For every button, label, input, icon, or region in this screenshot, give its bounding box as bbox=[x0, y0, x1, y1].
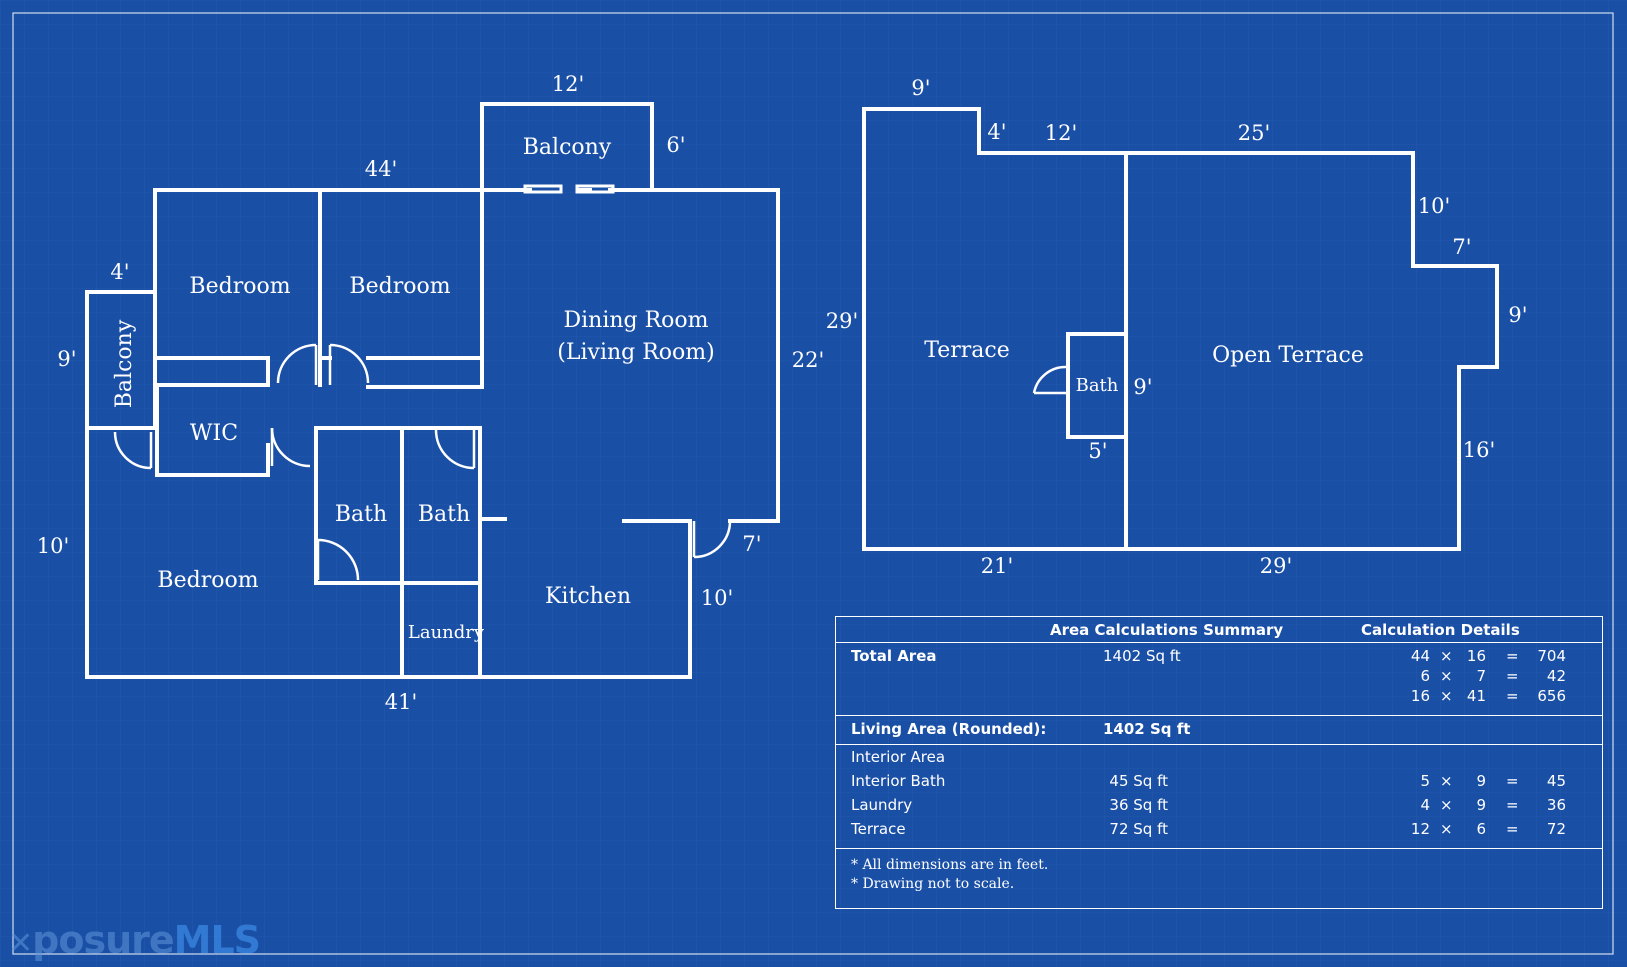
dim-bath-width: 5' bbox=[1088, 439, 1107, 463]
dim-balcony-width: 12' bbox=[552, 72, 585, 96]
room-label-living: (Living Room) bbox=[557, 340, 714, 365]
total-area-label: Total Area bbox=[851, 647, 937, 665]
door-swing-kitchen bbox=[693, 520, 732, 559]
room-label-balcony-side: Balcony bbox=[112, 319, 137, 408]
door-swings bbox=[113, 343, 732, 581]
door-swing-bedroom1 bbox=[276, 343, 317, 384]
room-label-wic: WIC bbox=[190, 421, 238, 446]
door-swings-right bbox=[1032, 365, 1067, 395]
door-swing-bedroom2 bbox=[329, 343, 370, 384]
area-summary-table: Area Calculations Summary Calculation De… bbox=[835, 616, 1603, 909]
outer-wall-right bbox=[650, 188, 780, 523]
dim-bath-height: 9' bbox=[1133, 375, 1152, 399]
summary-total-section: Total Area 1402 Sq ft 44 × 16 = 704 6 × … bbox=[836, 642, 1602, 716]
dim-kitchen-height: 10' bbox=[701, 586, 734, 610]
note-dimensions: * All dimensions are in feet. bbox=[851, 857, 1049, 873]
room-label-bath-1: Bath bbox=[335, 502, 387, 527]
left-plan-walls bbox=[85, 102, 780, 679]
logo-mark-icon: ✕ bbox=[8, 926, 33, 961]
dim-bump-width: 7' bbox=[1452, 235, 1471, 259]
dim-balcony-depth: 6' bbox=[666, 133, 685, 157]
watermark-logo: ✕posureMLS bbox=[8, 918, 261, 962]
dim-right-height: 22' bbox=[792, 348, 825, 372]
door-swing-terrace-bath bbox=[1032, 365, 1067, 394]
bath-walls bbox=[1066, 332, 1128, 439]
interior-area-label: Interior Area bbox=[851, 748, 946, 766]
dim-left-lower-height: 10' bbox=[37, 534, 70, 558]
room-label-terrace: Terrace bbox=[924, 338, 1009, 363]
sliding-door bbox=[523, 184, 615, 194]
room-label-bedroom-1: Bedroom bbox=[189, 274, 290, 299]
outer-wall bbox=[862, 107, 1499, 551]
balcony-top-wall bbox=[480, 102, 654, 192]
dim-bump-height: 9' bbox=[1508, 303, 1527, 327]
dim-top-right-width: 25' bbox=[1238, 121, 1271, 145]
dim-bottom-left-width: 21' bbox=[981, 554, 1014, 578]
dim-bottom-width: 41' bbox=[385, 690, 418, 714]
summary-header-title: Area Calculations Summary bbox=[1050, 621, 1284, 639]
logo-text-1: posure bbox=[32, 918, 174, 962]
summary-living-section: Living Area (Rounded): 1402 Sq ft bbox=[836, 715, 1602, 745]
dim-door-width: 7' bbox=[742, 532, 761, 556]
summary-header-row: Area Calculations Summary Calculation De… bbox=[836, 617, 1602, 643]
room-label-bath-2: Bath bbox=[418, 502, 470, 527]
summary-header-details: Calculation Details bbox=[1361, 621, 1520, 639]
room-label-dining: Dining Room bbox=[563, 308, 708, 333]
dim-bottom-right-width: 29' bbox=[1260, 554, 1293, 578]
right-plan-walls bbox=[862, 107, 1499, 551]
logo-text-2: MLS bbox=[173, 918, 261, 962]
living-area-label: Living Area (Rounded): bbox=[851, 720, 1047, 738]
room-label-bedroom-2: Bedroom bbox=[349, 274, 450, 299]
bath-block bbox=[314, 426, 482, 585]
dim-left-height: 29' bbox=[826, 309, 859, 333]
door-swing-bath2 bbox=[434, 429, 475, 470]
dim-step-depth: 4' bbox=[987, 120, 1006, 144]
dim-top-left-width: 9' bbox=[911, 76, 930, 100]
dim-right-lower-height: 16' bbox=[1463, 438, 1496, 462]
sheet-border bbox=[12, 12, 1614, 955]
room-label-bedroom-3: Bedroom bbox=[157, 568, 258, 593]
room-label-terrace-bath: Bath bbox=[1076, 375, 1119, 396]
living-area-value: 1402 Sq ft bbox=[1103, 720, 1191, 738]
wic-walls bbox=[155, 383, 270, 477]
room-label-balcony-top: Balcony bbox=[523, 135, 612, 160]
dim-right-upper-height: 10' bbox=[1418, 194, 1451, 218]
bedroom1-bottom bbox=[153, 356, 270, 387]
door-swing-bath1 bbox=[317, 538, 360, 581]
room-label-laundry: Laundry bbox=[408, 622, 485, 643]
bedroom2-bottom bbox=[366, 356, 484, 389]
summary-interior-section: Interior Area Interior Bath 45 Sq ft 5 ×… bbox=[836, 744, 1602, 849]
dim-side-balcony-width: 4' bbox=[110, 260, 129, 284]
note-scale: * Drawing not to scale. bbox=[851, 876, 1015, 892]
door-swing-side-balcony bbox=[113, 431, 152, 470]
room-label-open-terrace: Open Terrace bbox=[1212, 343, 1364, 368]
dim-top-width: 44' bbox=[365, 157, 398, 181]
total-area-value: 1402 Sq ft bbox=[1103, 647, 1181, 665]
dim-step-width: 12' bbox=[1045, 121, 1078, 145]
dim-side-balcony-height: 9' bbox=[57, 347, 76, 371]
room-label-kitchen: Kitchen bbox=[545, 584, 631, 609]
